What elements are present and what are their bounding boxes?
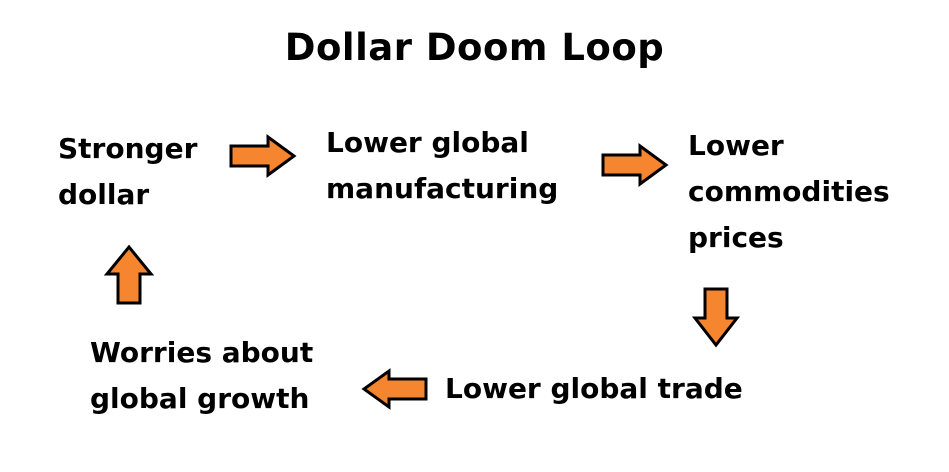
arrow-shape <box>229 134 297 178</box>
right-arrow-icon <box>601 143 669 187</box>
node-lower-global-manufacturing: Lower global manufacturing <box>326 120 558 212</box>
node-lower-global-trade: Lower global trade <box>445 366 743 412</box>
node-line: commodities <box>688 175 890 208</box>
left-arrow-icon <box>361 368 428 410</box>
node-line: global growth <box>90 382 310 415</box>
arrow-shape <box>601 143 669 187</box>
arrow-shape <box>692 287 740 348</box>
node-worries-about-global-growth: Worries about global growth <box>90 330 313 422</box>
arrow-shape <box>104 244 154 305</box>
node-stronger-dollar: Stronger dollar <box>58 126 197 218</box>
down-arrow-icon <box>692 287 740 348</box>
node-line: prices <box>688 221 784 254</box>
node-line: Stronger <box>58 132 198 165</box>
node-line: dollar <box>58 178 150 211</box>
arrow-shape <box>361 368 428 410</box>
node-line: Worries about <box>90 336 314 369</box>
node-line: Lower global trade <box>445 372 743 405</box>
up-arrow-icon <box>104 244 154 305</box>
diagram-title: Dollar Doom Loop <box>284 26 665 69</box>
node-line: manufacturing <box>326 172 559 205</box>
node-line: Lower global <box>326 126 529 159</box>
node-lower-commodities-prices: Lower commodities prices <box>688 123 890 261</box>
right-arrow-icon <box>229 134 297 178</box>
node-line: Lower <box>688 129 784 162</box>
